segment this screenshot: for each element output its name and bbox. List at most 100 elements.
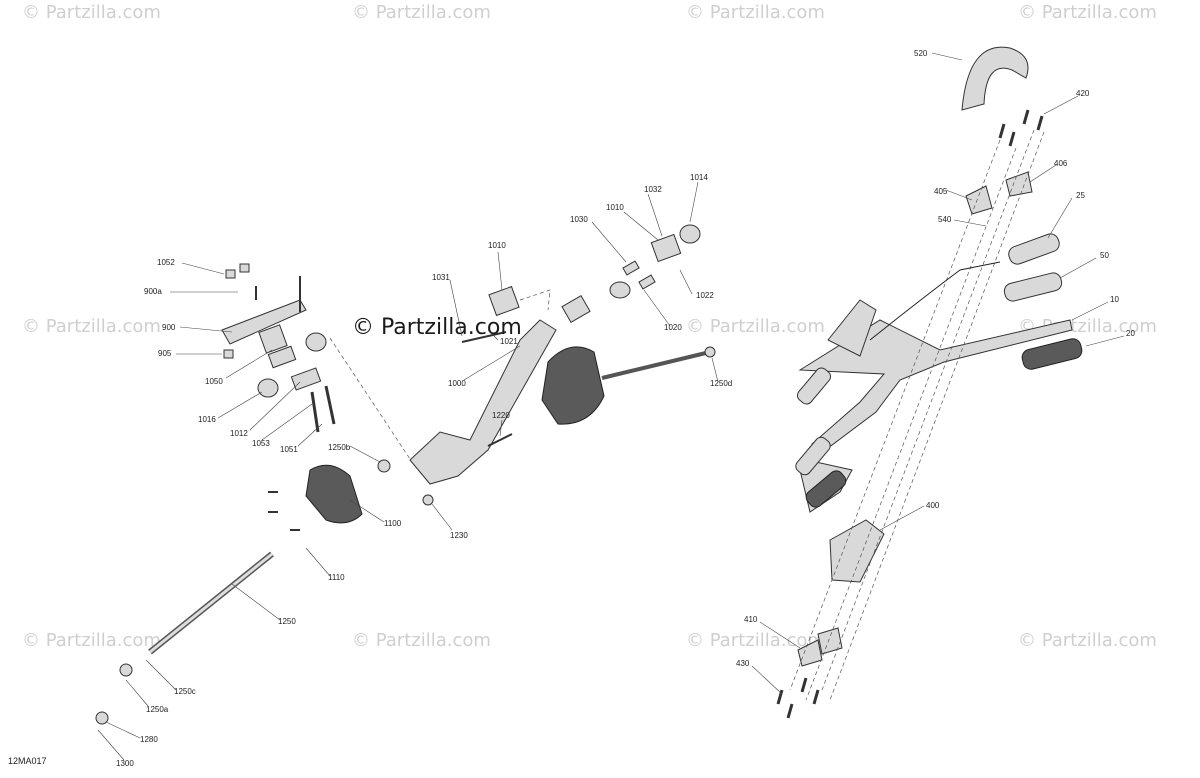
bushing-block [258, 324, 288, 354]
callout-540: 540 [938, 215, 952, 224]
callout-20: 20 [1126, 329, 1135, 338]
callout-1010-upper: 1010 [606, 203, 624, 212]
column-clamp [650, 233, 682, 263]
tie-rod-end [119, 663, 133, 677]
watermark: © Partzilla.com [352, 630, 491, 651]
callout-420: 420 [1076, 89, 1090, 98]
ball-joint [377, 459, 391, 473]
callout-1100: 1100 [384, 519, 402, 528]
callout-905: 905 [158, 349, 172, 358]
column-bushing-upper [488, 285, 520, 317]
watermark: © Partzilla.com [22, 316, 161, 337]
bolt [998, 123, 1006, 139]
handlebar [798, 319, 1073, 455]
assembly-line [789, 139, 1001, 691]
callout-25: 25 [1076, 191, 1085, 200]
bushing-half [267, 345, 297, 369]
grip-left [805, 470, 847, 508]
nut [239, 263, 250, 273]
callout-1250c: 1250c [174, 687, 196, 696]
callout-1000: 1000 [448, 379, 466, 388]
callout-1230: 1230 [450, 531, 468, 540]
nut [95, 711, 109, 725]
bolt [812, 689, 820, 705]
assembly-line [519, 289, 551, 311]
upper-clamp-left [965, 185, 993, 215]
callout-1022: 1022 [696, 291, 714, 300]
callout-1250a: 1250a [146, 705, 169, 714]
upper-clamp-right [1005, 171, 1033, 197]
callout-1050: 1050 [205, 377, 223, 386]
column-housing [305, 464, 363, 524]
callout-1021: 1021 [500, 337, 518, 346]
assembly-line [821, 129, 1035, 691]
bolt [786, 703, 794, 719]
watermark: © Partzilla.com [1018, 2, 1157, 23]
throttle-cable [869, 261, 1001, 341]
handlebar-grip-loop [961, 46, 1029, 111]
callout-1051: 1051 [280, 445, 298, 454]
pin [638, 274, 656, 290]
callout-1250: 1250 [278, 617, 296, 626]
callout-1020: 1020 [664, 323, 682, 332]
callout-405: 405 [934, 187, 948, 196]
callout-1032: 1032 [644, 185, 662, 194]
steering-column-arm [409, 319, 557, 485]
callout-1010: 1010 [488, 241, 506, 250]
grip-sleeve-left [795, 436, 831, 476]
assembly-line [329, 337, 413, 463]
tie-shaft [601, 350, 711, 380]
assembly-line [805, 147, 1017, 701]
long-bolt [310, 391, 320, 433]
callout-50: 50 [1100, 251, 1109, 260]
callout-1053: 1053 [252, 439, 270, 448]
callout-labels: 1052 900a 900 905 1050 1016 1012 1053 10… [116, 49, 1135, 768]
callout-900: 900 [162, 323, 176, 332]
callout-1250b: 1250b [328, 443, 351, 452]
watermark: © Partzilla.com [22, 2, 161, 23]
grip-sleeve [1003, 272, 1063, 302]
callout-900a: 900a [144, 287, 162, 296]
callout-430: 430 [736, 659, 750, 668]
callout-1031: 1031 [432, 273, 450, 282]
bolt [776, 689, 784, 705]
support-bracket [221, 299, 307, 345]
pin [622, 260, 640, 276]
grip-right [1021, 338, 1083, 370]
lower-clamp-right [817, 627, 843, 655]
callout-1052: 1052 [157, 258, 175, 267]
nut [223, 349, 234, 359]
callout-1220: 1220 [492, 411, 510, 420]
callout-1110: 1110 [328, 573, 345, 582]
watermark: © Partzilla.com [352, 2, 491, 23]
lower-clamp-left [797, 639, 823, 667]
seal-ring [305, 332, 327, 352]
callout-1250d: 1250d [710, 379, 732, 388]
long-bolt [324, 385, 336, 425]
washer [422, 494, 434, 506]
callout-400: 400 [926, 501, 940, 510]
grip-sleeve-left [796, 367, 832, 405]
spacer-ring [609, 281, 631, 299]
callout-410: 410 [744, 615, 758, 624]
callout-1012: 1012 [230, 429, 248, 438]
lower-column-group [95, 459, 391, 725]
nut [225, 269, 236, 279]
watermark: © Partzilla.com [22, 630, 161, 651]
rod-end [704, 346, 716, 358]
assembly-line [829, 131, 1045, 701]
handguard [827, 299, 877, 357]
callout-406: 406 [1054, 159, 1068, 168]
steering-shaft-highlight [149, 552, 273, 654]
callout-1014: 1014 [690, 173, 708, 182]
callout-1280: 1280 [140, 735, 158, 744]
bolt [487, 433, 513, 447]
long-bolt [461, 331, 507, 343]
center-watermark: © Partzilla.com [352, 315, 522, 340]
upper-support-group [221, 263, 413, 463]
bushing-lower [290, 367, 322, 391]
column-arm-group [409, 224, 716, 506]
watermark: © Partzilla.com [686, 630, 825, 651]
